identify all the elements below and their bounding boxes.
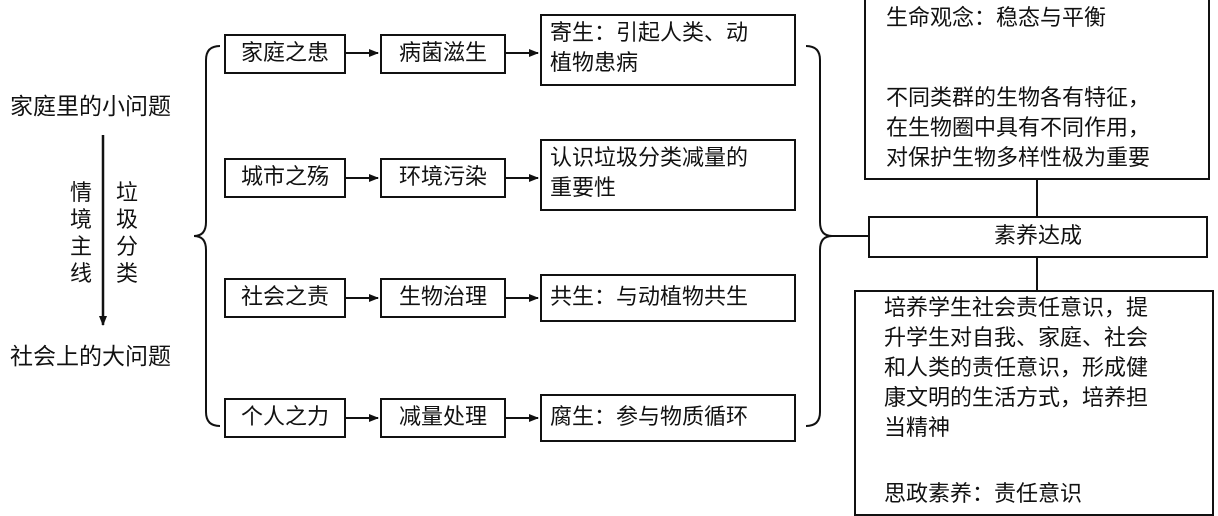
axis-label-garbage-sorting: 垃 圾 分 类 [115,181,138,287]
bottom-label: 社会上的大问题 [10,344,171,370]
cause-box-reduction: 减量处理 [380,398,506,438]
competency-box: 素养达成 [868,216,1208,258]
scene-box-individual: 个人之力 [224,398,346,438]
civic-literacy-box: 培养学生社会责任意识，提 升学生对自我、家庭、社会 和人类的责任意识，形成健 康… [854,290,1214,516]
scene-box-home: 家庭之患 [224,34,346,74]
cause-box-bacteria: 病菌滋生 [380,34,506,74]
axis-label-scenario: 情 境 主 线 [69,181,92,287]
right-brace [805,45,833,427]
cause-box-pollution: 环境污染 [380,158,506,198]
life-concept-box: 生命观念：稳态与平衡 不同类群的生物各有特征， 在生物圈中具有不同作用， 对保护… [864,0,1210,180]
result-box-saprophytism: 腐生：参与物质循环 [540,394,796,442]
result-box-importance: 认识垃圾分类减量的 重要性 [540,139,796,211]
top-label: 家庭里的小问题 [10,94,171,120]
result-box-parasitism: 寄生：引起人类、动 植物患病 [540,14,796,86]
cause-box-bio-treatment: 生物治理 [380,278,506,318]
life-concept-title: 生命观念：稳态与平衡 [886,6,1107,31]
scene-box-city: 城市之殇 [224,158,346,198]
left-brace [193,45,221,427]
civic-literacy-title: 思政素养：责任意识 [884,482,1083,507]
scene-box-society: 社会之责 [224,278,346,318]
result-box-mutualism: 共生：与动植物共生 [540,274,796,322]
